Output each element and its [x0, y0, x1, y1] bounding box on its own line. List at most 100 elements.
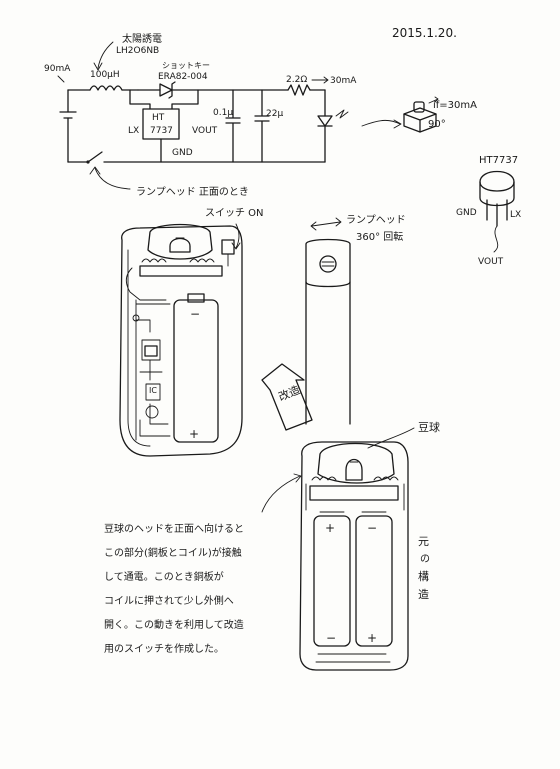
led-part-sketch: if=30mA 90° — [361, 96, 477, 133]
ic-mark: IC — [149, 386, 157, 395]
lx-wire — [129, 89, 151, 110]
ic-name: HT — [152, 113, 165, 123]
original-label-4: 造 — [418, 587, 429, 601]
original-coils — [311, 476, 399, 481]
explain-line-3: して通電。このとき銅板が — [104, 570, 224, 583]
cap2-label: 22μ — [266, 109, 283, 119]
pin-vout-label: VOUT — [192, 126, 218, 136]
pin-lx-label: LX — [128, 126, 139, 136]
circuit-board-wiring — [135, 299, 171, 441]
ic-package-sketch: HT7737 GND LX VOUT — [456, 155, 521, 267]
mod-switch-block — [221, 239, 235, 255]
rotate-line1: ランプヘッド — [346, 214, 406, 226]
rotation-arrow — [310, 217, 342, 231]
led-symbol — [317, 115, 333, 127]
explain-line-2: この部分(銅板とコイル)が接触 — [104, 546, 242, 559]
ic-package-title: HT7737 — [479, 155, 518, 166]
bulb-label: 豆球 — [418, 420, 440, 434]
inductor-symbol — [89, 85, 123, 91]
capacitor-01 — [225, 89, 241, 163]
mod-arrow-shape — [261, 363, 313, 431]
lamp-head — [147, 223, 213, 260]
explain-line-1: 豆球のヘッドを正面へ向けると — [104, 522, 244, 535]
original-flashlight: + − − + — [299, 441, 409, 671]
resistor-label: 2.2Ω — [286, 75, 307, 85]
explain-pointer — [261, 473, 302, 513]
battery-right-minus: − — [367, 521, 377, 535]
battery-left — [313, 515, 351, 647]
rotate-line2: 360° 回転 — [356, 231, 403, 243]
original-head — [317, 442, 395, 484]
lead-wire-left — [125, 267, 167, 301]
solar-pointer — [97, 41, 114, 69]
schottky-diode-symbol — [159, 83, 173, 97]
ic-package-body — [479, 170, 515, 207]
capacitor-22 — [254, 89, 270, 163]
battery-minus: − — [190, 307, 200, 321]
battery-plus: + — [189, 427, 199, 441]
tube-body — [305, 281, 351, 425]
solar-cell-symbol — [59, 111, 77, 119]
led-lens — [413, 101, 425, 113]
explain-line-4: コイルに押されて少し外側へ — [104, 594, 234, 607]
rotation-note: ランプヘッド 360° 回転 — [310, 214, 406, 243]
solar-label: 太陽誘電 — [122, 32, 162, 45]
vout-wire — [171, 89, 199, 110]
solar-pointer-head — [93, 62, 103, 71]
pin-gnd-label: GND — [172, 148, 193, 158]
if-label: if=30mA — [433, 100, 477, 111]
diode-brand: ショットキー — [162, 61, 210, 70]
ic-package-leads — [486, 199, 508, 227]
original-label-3: 構 — [418, 570, 429, 583]
diode-part: ERA82-004 — [158, 72, 208, 82]
battery-left-minus: − — [326, 631, 336, 645]
current-arrow — [311, 76, 329, 84]
explain-line-5: 開く。この動きを利用して改造 — [104, 618, 244, 631]
switch-note-pointer — [94, 167, 131, 190]
coil-contacts — [141, 258, 215, 263]
smd-part — [144, 345, 158, 357]
ic-package-vout: VOUT — [478, 257, 504, 267]
led-light-zigzag — [335, 109, 349, 119]
battery-right — [355, 515, 393, 647]
circuit-diagram: 太陽誘電 LH2O6NB 90mA 100μH ショットキー ERA82-004… — [44, 32, 357, 164]
battery-cell — [173, 299, 219, 443]
original-contact-plate — [309, 485, 399, 501]
explain-line-6: 用のスイッチを作成した。 — [104, 643, 224, 655]
ic-package-gnd: GND — [456, 208, 477, 218]
led-body — [403, 107, 437, 133]
original-label-1: 元 — [418, 535, 429, 548]
bulb-callout: 豆球 — [367, 420, 440, 449]
solar-part: LH2O6NB — [116, 46, 159, 56]
ic-marker-circle — [145, 405, 159, 419]
explanation-text: 豆球のヘッドを正面へ向けると この部分(銅板とコイル)が接触 して通電。このとき… — [104, 522, 244, 655]
tube-sketch — [305, 238, 351, 425]
ic-part: 7737 — [150, 126, 173, 136]
switch-down-arrow — [231, 223, 241, 250]
modified-flashlight: − + IC — [119, 223, 243, 457]
tube-lens — [319, 255, 337, 273]
led-emission-arrow — [428, 96, 439, 104]
resistor-symbol — [287, 84, 311, 96]
original-structure-label: 元 の 構 造 — [418, 535, 430, 601]
led-pointer-arrow — [361, 119, 402, 129]
switch-note-line1: ランプヘッド 正面のとき — [136, 186, 249, 198]
led-current-label: 30mA — [330, 76, 357, 86]
bulb-pointer — [367, 427, 415, 449]
switch-note-line2: スイッチ ON — [205, 207, 264, 219]
original-bulb — [345, 458, 363, 481]
tube-head — [305, 238, 351, 288]
input-current-label: 90mA — [44, 64, 71, 74]
contact-plate — [139, 265, 223, 277]
date-text: 2015.1.20. — [392, 26, 457, 40]
housing-outline — [119, 225, 243, 457]
original-label-2: の — [420, 554, 430, 565]
ic-package-lx: LX — [510, 210, 521, 220]
battery-right-plus: + — [367, 631, 377, 645]
lamp-bulb — [169, 237, 191, 253]
cap1-label: 0.1μ — [213, 108, 233, 118]
angle-label: 90° — [428, 119, 446, 130]
original-housing — [299, 441, 409, 671]
